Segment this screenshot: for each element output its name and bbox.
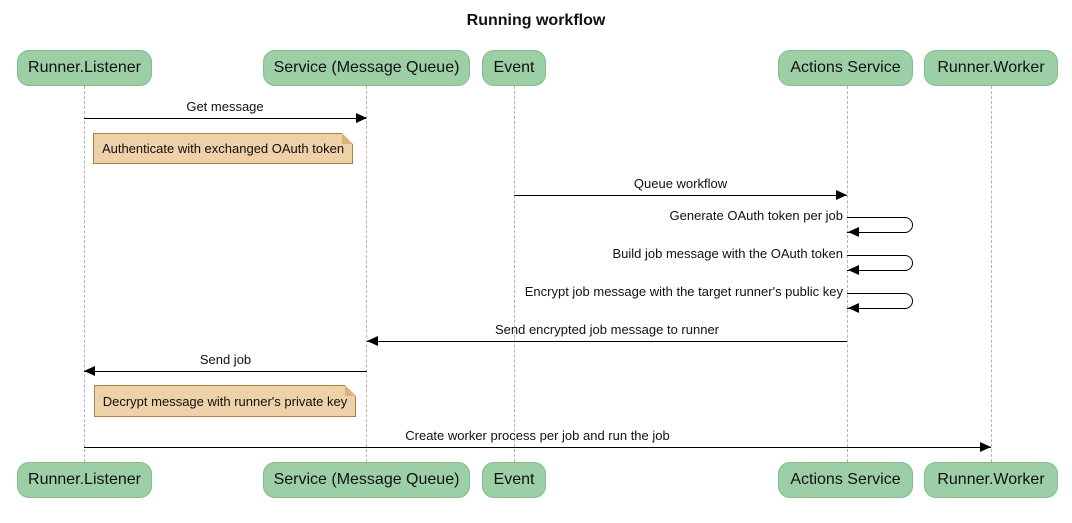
actor-service-message-queue-bottom: Service (Message Queue): [263, 462, 470, 498]
message-line: [514, 195, 847, 196]
self-message-loop: [847, 255, 913, 271]
lifeline-event: [514, 86, 515, 462]
actor-service-message-queue: Service (Message Queue): [263, 50, 470, 86]
message-line: [84, 447, 991, 448]
arrowhead-right-icon: [356, 113, 367, 123]
arrowhead-left-icon: [848, 265, 859, 275]
message-label: Send job: [199, 352, 252, 367]
note-decrypt: Decrypt message with runner's private ke…: [94, 385, 356, 417]
actor-actions-service: Actions Service: [778, 50, 913, 86]
note-fold-icon: [345, 385, 356, 396]
self-message-loop: [847, 217, 913, 233]
self-message-label: Build job message with the OAuth token: [612, 246, 843, 261]
message-line: [84, 371, 367, 372]
message-label: Send encrypted job message to runner: [494, 322, 720, 337]
lifeline-runner-worker: [991, 86, 992, 462]
arrowhead-left-icon: [848, 303, 859, 313]
actor-event-bottom: Event: [482, 462, 546, 498]
actor-runner-listener: Runner.Listener: [17, 50, 152, 86]
message-line: [84, 118, 366, 119]
note-text: Authenticate with exchanged OAuth token: [101, 141, 345, 156]
message-line: [367, 341, 847, 342]
arrowhead-left-icon: [367, 336, 378, 346]
actor-actions-service-bottom: Actions Service: [778, 462, 913, 498]
self-message-label: Encrypt job message with the target runn…: [524, 284, 843, 299]
message-label: Create worker process per job and run th…: [405, 428, 670, 443]
arrowhead-right-icon: [980, 442, 991, 452]
message-label: Queue workflow: [633, 176, 728, 191]
self-message-loop: [847, 293, 913, 309]
actor-runner-worker-bottom: Runner.Worker: [924, 462, 1058, 498]
diagram-title: Running workflow: [466, 12, 606, 29]
actor-event: Event: [482, 50, 546, 86]
arrowhead-right-icon: [836, 190, 847, 200]
arrowhead-left-icon: [84, 366, 95, 376]
lifeline-service-message-queue: [366, 86, 367, 462]
arrowhead-left-icon: [848, 227, 859, 237]
lifeline-actions-service: [847, 86, 848, 462]
note-text: Decrypt message with runner's private ke…: [102, 393, 348, 409]
note-authenticate: Authenticate with exchanged OAuth token: [93, 133, 353, 164]
lifeline-runner-listener: [84, 86, 85, 462]
actor-runner-worker: Runner.Worker: [924, 50, 1058, 86]
actor-runner-listener-bottom: Runner.Listener: [17, 462, 152, 498]
note-fold-icon: [342, 133, 353, 144]
message-label: Get message: [186, 99, 264, 114]
self-message-label: Generate OAuth token per job: [669, 208, 843, 223]
